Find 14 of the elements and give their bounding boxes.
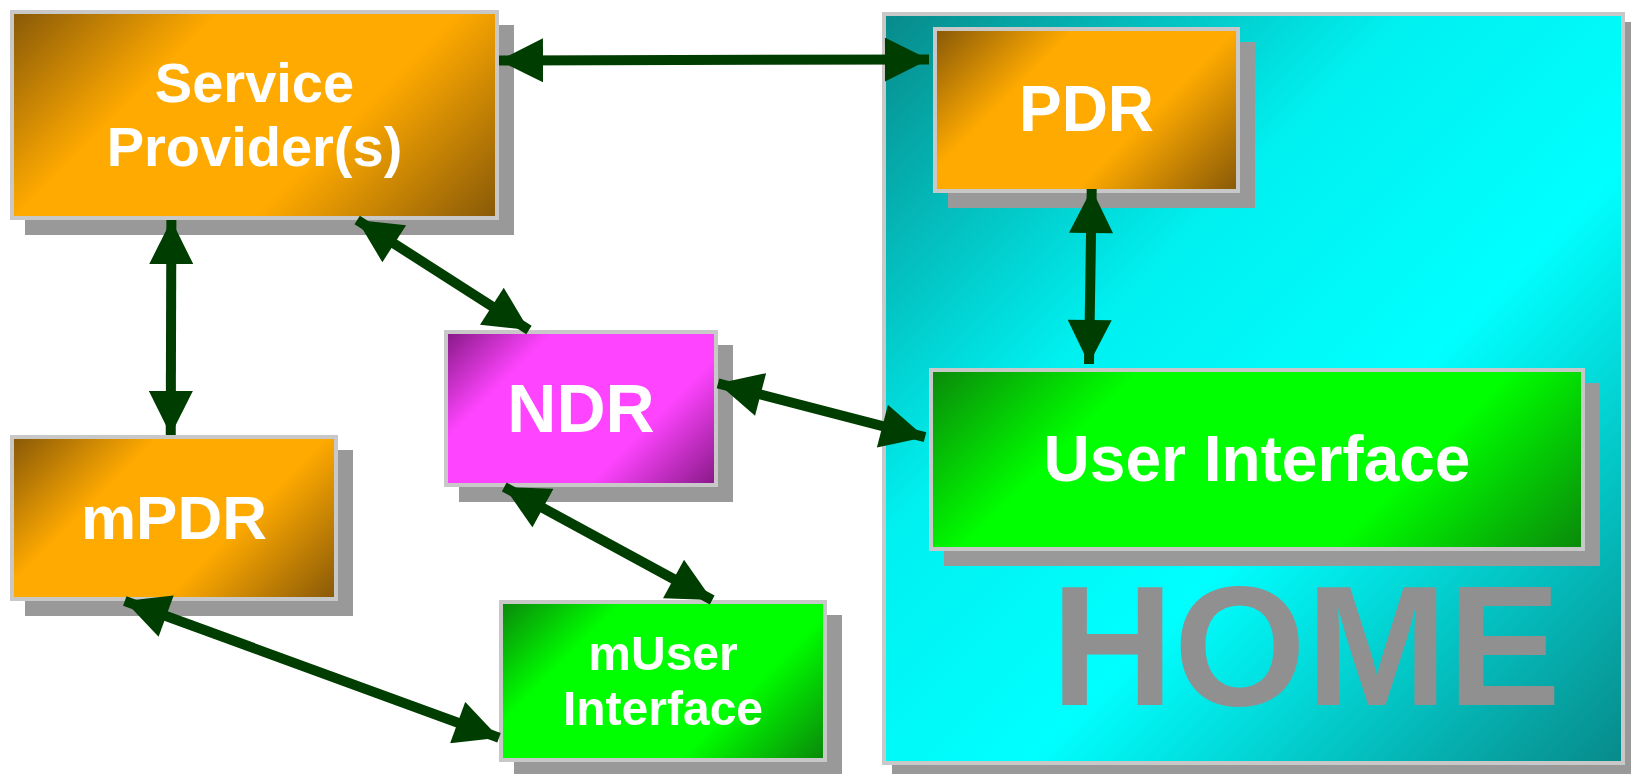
area-label: HOME	[1051, 561, 1561, 731]
box-label: mPDR	[81, 482, 267, 554]
box-label: mUser Interface	[561, 625, 765, 737]
double-arrow	[148, 220, 194, 435]
box-label: Service Provider(s)	[105, 50, 404, 180]
box-label: PDR	[1018, 73, 1155, 147]
double-arrow	[716, 373, 927, 448]
double-arrow	[499, 37, 929, 83]
double-arrow	[354, 215, 532, 335]
double-arrow	[123, 595, 501, 744]
box-label: User Interface	[1043, 422, 1471, 497]
double-arrow	[1067, 188, 1114, 365]
double-arrow	[501, 482, 715, 605]
box-label: NDR	[507, 369, 655, 448]
